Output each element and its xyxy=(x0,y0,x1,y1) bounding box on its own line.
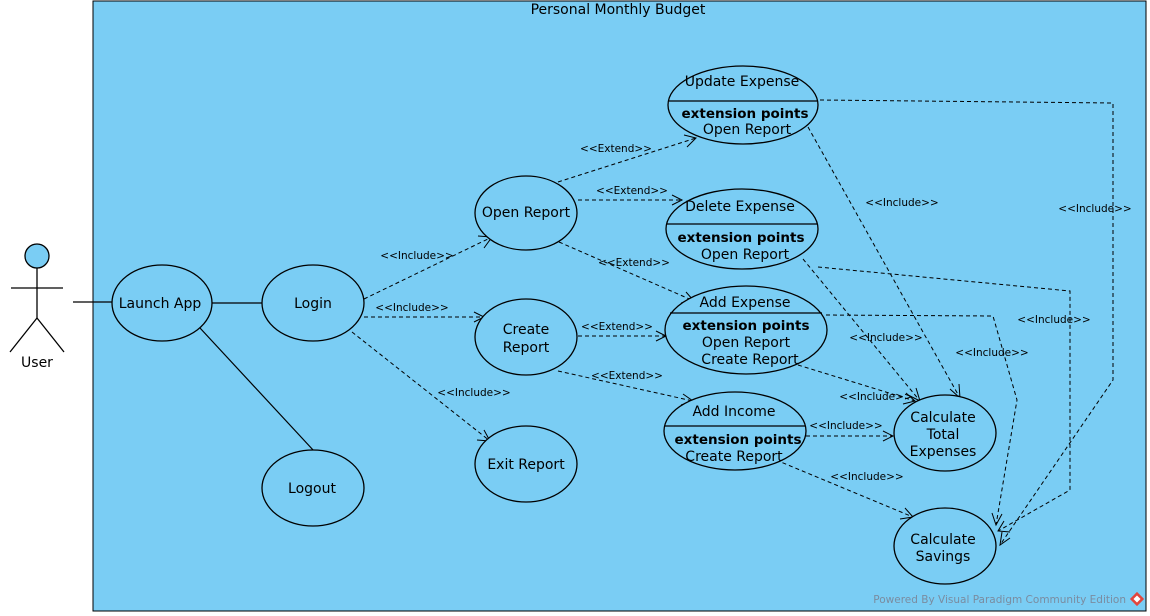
use-case-label-line1: Calculate xyxy=(910,532,975,548)
arrowhead xyxy=(671,194,684,206)
arrowhead xyxy=(882,430,895,442)
use-case-add-expense[interactable]: Add Expense extension points Open Report… xyxy=(664,285,828,375)
use-case-label-line2: Savings xyxy=(916,549,971,565)
edge-login-exit xyxy=(351,331,491,442)
label-extend-open-delete: <<Extend>> xyxy=(596,185,668,197)
use-case-launch-app[interactable]: Launch App xyxy=(111,264,213,342)
extension-point: Create Report xyxy=(701,352,799,368)
use-case-label-line1: Create xyxy=(503,322,550,338)
edge-create-add-income xyxy=(557,370,694,402)
actor-user[interactable]: User xyxy=(9,243,65,371)
label-extend-create-add-expense: <<Extend>> xyxy=(581,321,653,333)
use-case-label: Launch App xyxy=(119,296,202,312)
extension-point: Open Report xyxy=(701,247,790,263)
system-title: Personal Monthly Budget xyxy=(531,2,706,18)
edge-open-update xyxy=(557,137,697,183)
label-extend-open-update: <<Extend>> xyxy=(580,143,652,155)
arrowhead xyxy=(997,520,1011,533)
use-case-label: Logout xyxy=(288,481,336,497)
vp-logo-icon xyxy=(1129,591,1145,607)
use-case-calculate-total-expenses[interactable]: Calculate Total Expenses xyxy=(893,394,997,472)
dependency-edges xyxy=(351,99,1114,547)
label-include-delete-savings: <<Include>> xyxy=(1017,314,1090,326)
use-case-label-line2: Total xyxy=(926,427,960,443)
use-case-label: Open Report xyxy=(482,205,571,221)
label-include-login-open: <<Include>> xyxy=(380,250,453,262)
extension-points-title: extension points xyxy=(678,230,805,246)
edge-update-total xyxy=(807,126,961,399)
use-case-label-line1: Calculate xyxy=(910,410,975,426)
use-case-shape xyxy=(474,175,578,251)
use-case-shape xyxy=(261,449,365,527)
extension-points-title: extension points xyxy=(675,432,802,448)
stereotype-labels: <<Include>> <<Include>> <<Include>> <<Ex… xyxy=(375,143,1131,483)
use-case-shape xyxy=(667,65,819,145)
assoc-launch-logout xyxy=(199,327,315,452)
use-case-shape xyxy=(474,298,578,376)
use-case-shape xyxy=(664,285,828,375)
use-case-add-income[interactable]: Add Income extension points Create Repor… xyxy=(663,391,807,471)
use-case-shape xyxy=(665,188,819,270)
use-case-logout[interactable]: Logout xyxy=(261,449,365,527)
extension-points-title: extension points xyxy=(682,106,809,122)
use-case-label: Update Expense xyxy=(685,74,800,90)
label-include-update-total: <<Include>> xyxy=(865,197,938,209)
edge-login-open xyxy=(363,236,493,300)
use-case-shape xyxy=(663,391,807,471)
edge-delete-savings xyxy=(817,266,1071,532)
watermark-text: Powered By Visual Paradigm Community Edi… xyxy=(873,594,1126,606)
use-case-shape xyxy=(261,264,365,342)
use-case-open-report[interactable]: Open Report xyxy=(474,175,578,251)
use-case-delete-expense[interactable]: Delete Expense extension points Open Rep… xyxy=(665,188,819,270)
use-case-create-report[interactable]: Create Report xyxy=(474,298,578,376)
arrowhead xyxy=(991,512,1003,527)
use-case-shape xyxy=(893,394,997,472)
use-case-label: Add Expense xyxy=(700,295,791,311)
use-case-update-expense[interactable]: Update Expense extension points Open Rep… xyxy=(667,65,819,145)
arrowhead xyxy=(683,134,697,148)
use-case-label: Login xyxy=(294,296,332,312)
use-case-shape xyxy=(474,425,578,503)
extension-point: Open Report xyxy=(702,335,791,351)
use-case-label: Delete Expense xyxy=(685,199,795,215)
label-extend-create-add-income: <<Extend>> xyxy=(591,370,663,382)
label-include-delete-total: <<Include>> xyxy=(849,332,922,344)
label-include-add-income-total: <<Include>> xyxy=(809,420,882,432)
edge-open-add-expense xyxy=(558,241,695,302)
use-case-label-line2: Report xyxy=(503,340,550,356)
actor-label: User xyxy=(21,355,53,371)
system-boundary xyxy=(92,0,1147,612)
label-include-login-create: <<Include>> xyxy=(375,302,448,314)
actor-head xyxy=(24,243,50,269)
label-include-add-income-savings: <<Include>> xyxy=(830,471,903,483)
use-case-shape xyxy=(111,264,213,342)
actor-right-leg xyxy=(36,317,65,353)
label-include-add-expense-total: <<Include>> xyxy=(839,391,912,403)
label-include-login-exit: <<Include>> xyxy=(437,387,510,399)
extension-point: Open Report xyxy=(703,122,792,138)
edge-delete-total xyxy=(802,258,921,402)
use-case-label-line3: Expenses xyxy=(910,444,977,460)
use-case-login[interactable]: Login xyxy=(261,264,365,342)
use-case-calculate-savings[interactable]: Calculate Savings xyxy=(893,507,997,585)
label-include-update-savings: <<Include>> xyxy=(1058,203,1131,215)
use-case-label: Add Income xyxy=(692,404,775,420)
arrowhead xyxy=(999,531,1011,547)
actor-left-leg xyxy=(9,317,38,353)
label-include-add-expense-savings: <<Include>> xyxy=(955,347,1028,359)
edge-add-income-savings xyxy=(775,459,914,518)
extension-points-title: extension points xyxy=(683,318,810,334)
use-case-shape xyxy=(893,507,997,585)
label-extend-open-add-expense: <<Extend>> xyxy=(598,257,670,269)
use-case-label: Exit Report xyxy=(487,457,565,473)
edge-add-expense-savings xyxy=(825,314,1018,526)
arrowhead xyxy=(902,392,917,405)
extension-point: Create Report xyxy=(685,449,783,465)
use-case-exit-report[interactable]: Exit Report xyxy=(474,425,578,503)
